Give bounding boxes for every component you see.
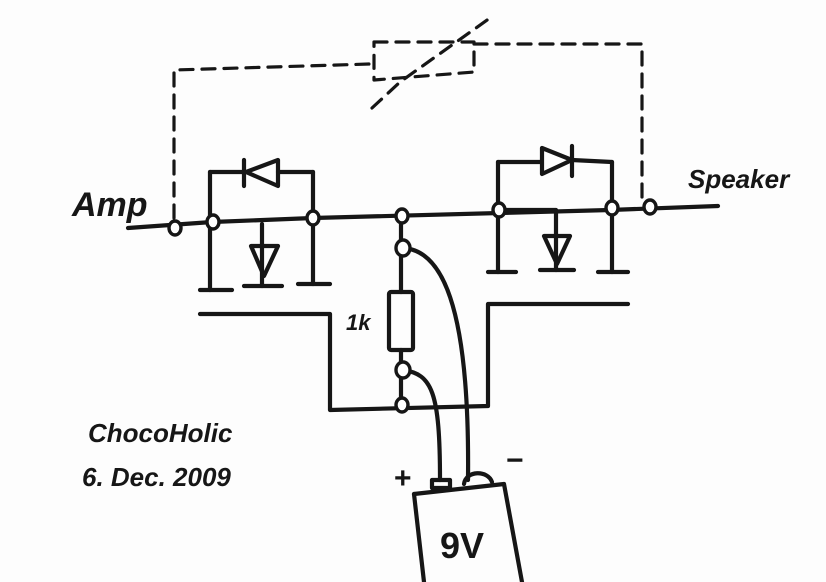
battery-voltage-label: 9V [440, 525, 485, 566]
author-signature: ChocoHolic [88, 418, 233, 448]
left-diode [207, 157, 316, 189]
dashed-switch-link [172, 16, 644, 220]
speaker-label: Speaker [688, 164, 790, 194]
left-mosfet [197, 169, 333, 293]
battery [411, 471, 525, 582]
drawing-date: 6. Dec. 2009 [82, 462, 231, 492]
right-mosfet [485, 159, 631, 275]
amp-label: Amp [72, 186, 148, 224]
battery-leads [400, 245, 471, 483]
battery-plus-sign: + [394, 462, 412, 495]
battery-minus-sign: − [506, 444, 524, 477]
junction-nodes [167, 198, 658, 414]
resistor-value-label: 1k [346, 310, 371, 335]
right-diode [495, 143, 615, 179]
